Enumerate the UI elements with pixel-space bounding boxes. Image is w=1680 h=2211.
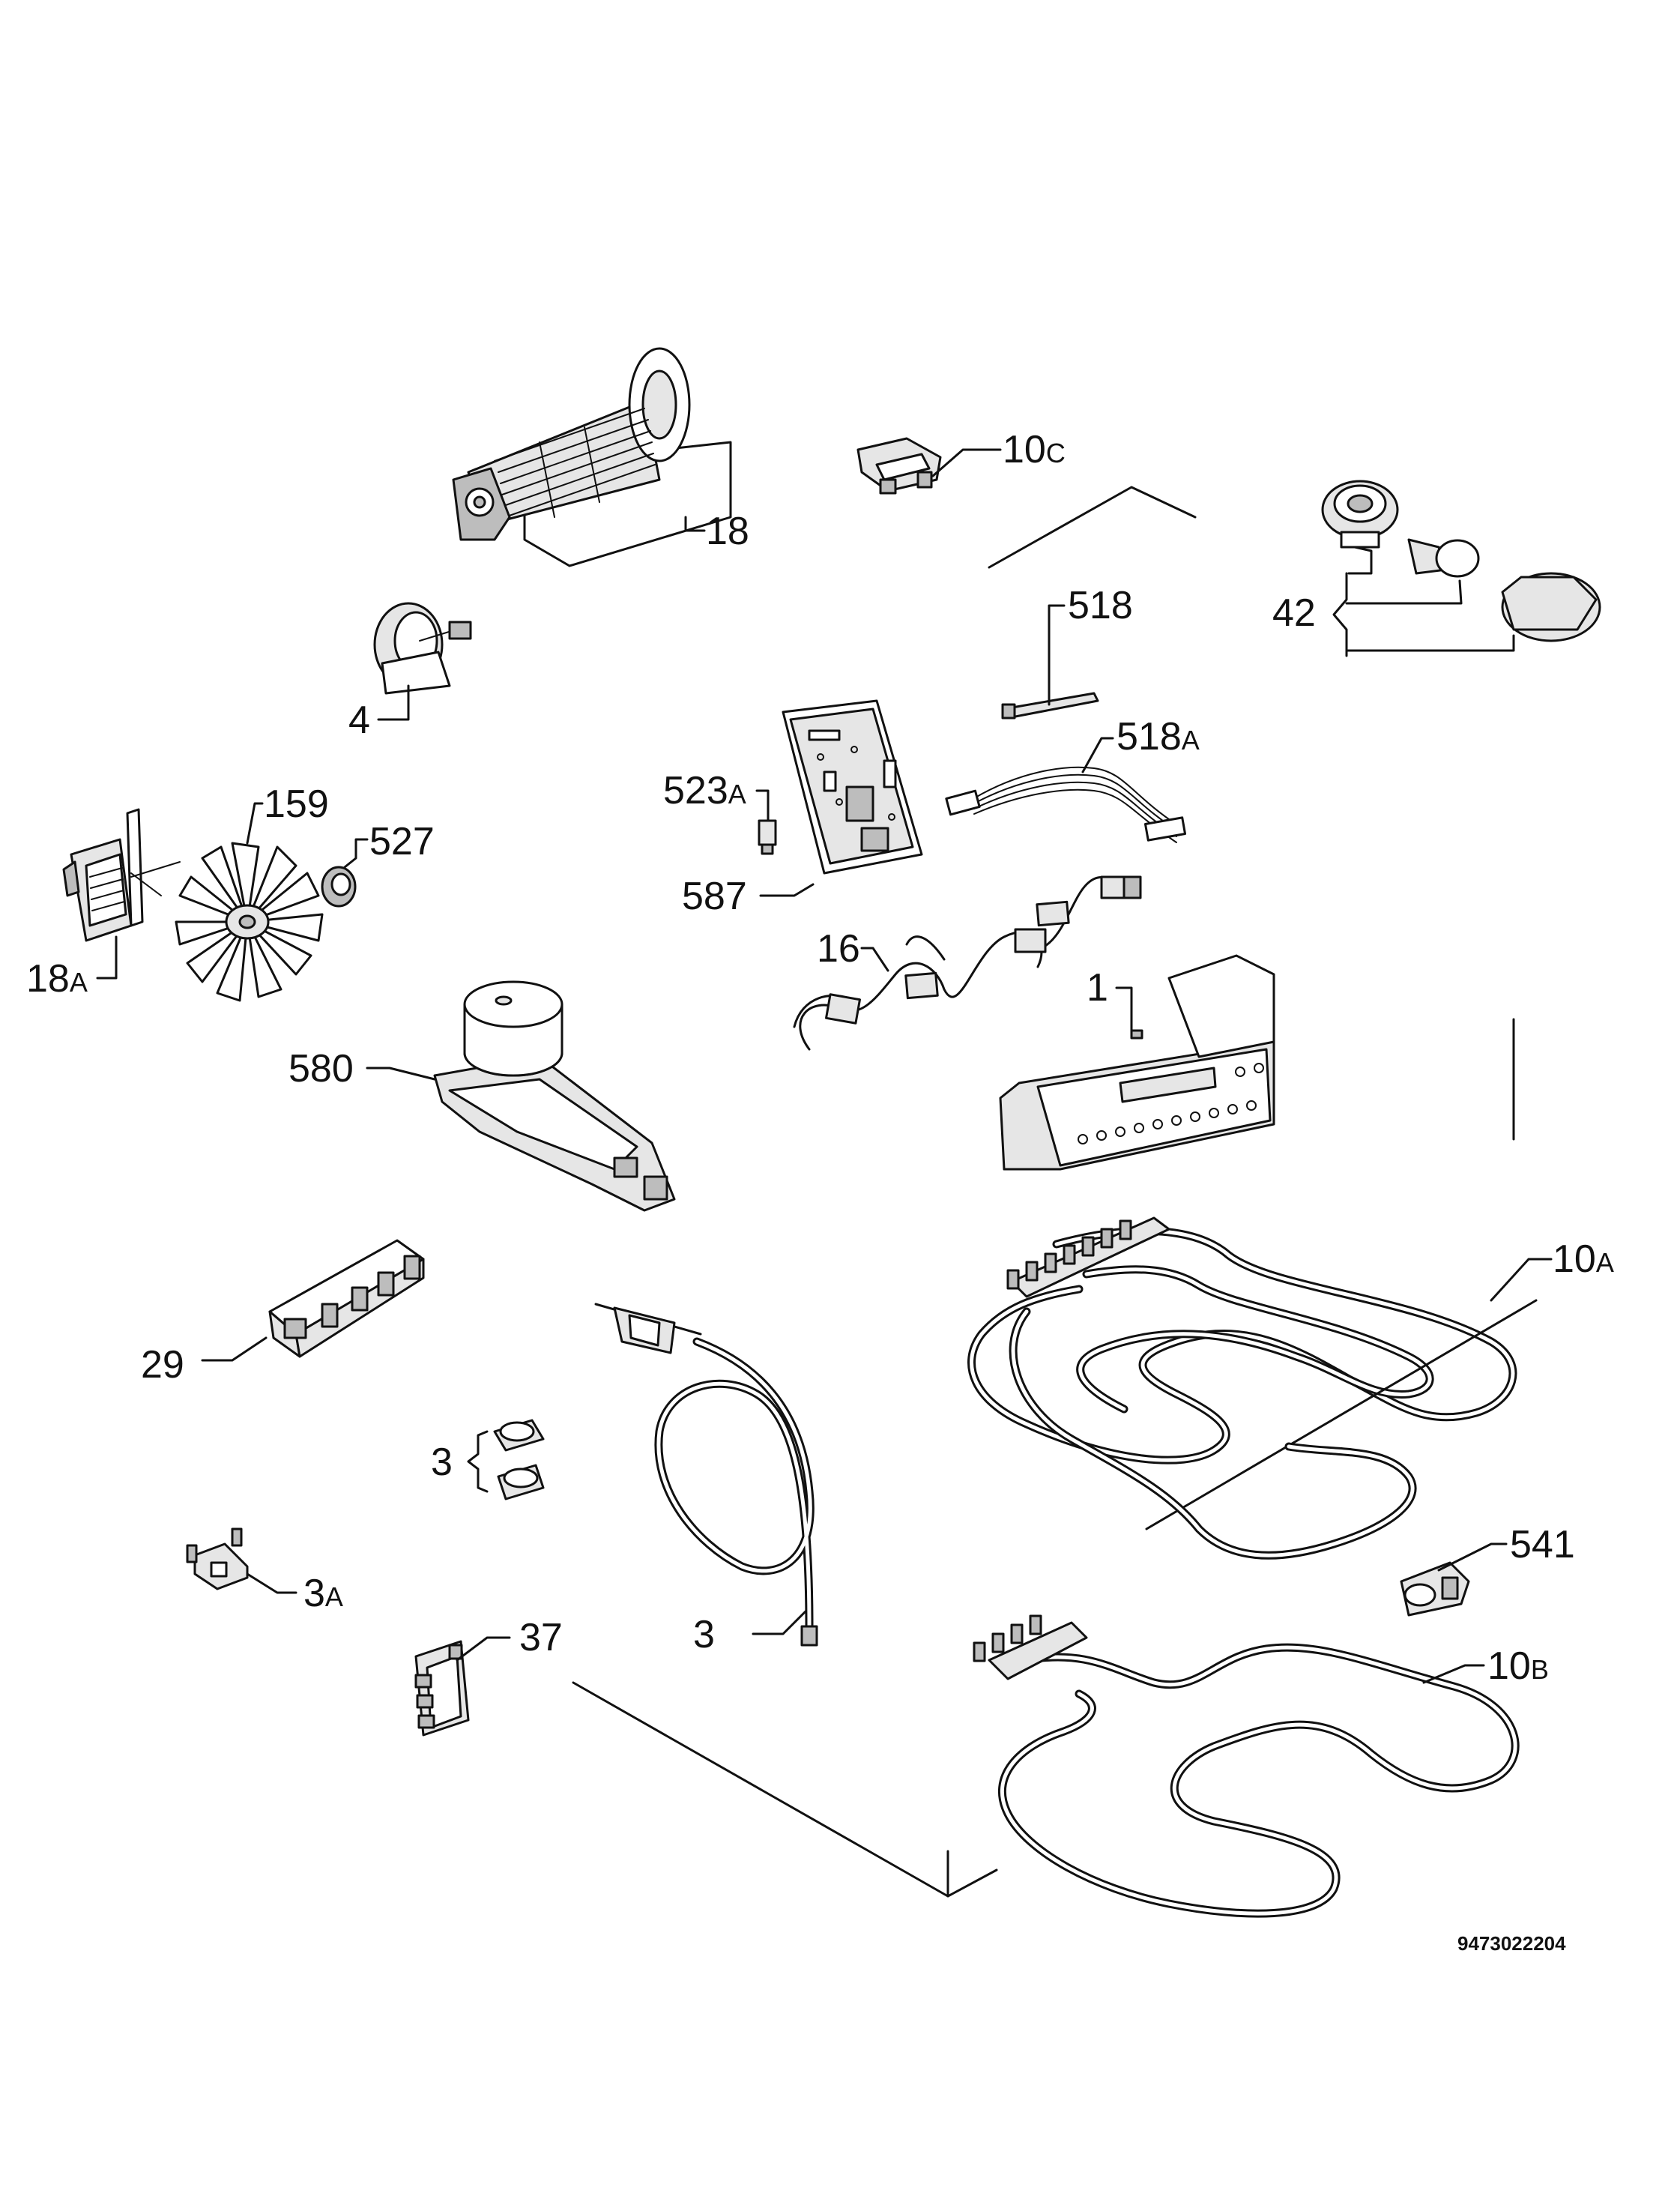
clip-set-3-bracket: [467, 1430, 489, 1493]
clip-set-3-part: [493, 1419, 545, 1500]
callout-523a: 523A: [663, 769, 746, 812]
callout-10b: 10B: [1487, 1644, 1549, 1688]
leader-4: [377, 684, 410, 721]
leader-10a: [1490, 1258, 1553, 1302]
callout-48: 3: [693, 1613, 715, 1656]
motor-housing-part: [433, 980, 676, 1212]
callout-29: 29: [141, 1343, 184, 1387]
leader-18a: [96, 935, 118, 980]
callout-541: 541: [1510, 1523, 1575, 1566]
leader-29: [201, 1336, 268, 1362]
clip-541-part: [1400, 1561, 1470, 1617]
oven-lamp-part: [1321, 480, 1601, 642]
callout-1: 1: [1087, 966, 1108, 1010]
group-indicator-line: [988, 486, 1197, 569]
wiring-loom-part: [793, 875, 1142, 1051]
leader-48: [752, 1610, 807, 1635]
leader-10b: [1422, 1664, 1485, 1684]
leader-580: [366, 1067, 436, 1081]
wiring-harness-part: [945, 766, 1187, 843]
callout-159: 159: [264, 782, 329, 826]
document-number: 9473022204: [1457, 1932, 1566, 1955]
control-board-part: [782, 699, 923, 875]
callout-518: 518: [1068, 584, 1133, 627]
leader-3a: [246, 1572, 297, 1594]
terminal-block-29-part: [268, 1239, 425, 1358]
callout-18a: 18A: [26, 957, 88, 1001]
callout-3a: 3A: [303, 1572, 343, 1615]
leader-523a: [755, 789, 770, 822]
thermostat-probe-part: [1001, 692, 1099, 720]
turnspit-motor-part: [373, 602, 472, 695]
leader-16: [860, 947, 889, 972]
leader-518: [1048, 604, 1066, 706]
callout-37: 37: [519, 1616, 563, 1659]
callout-42: 42: [1272, 591, 1316, 635]
sensor-523a-part: [758, 819, 777, 855]
control-panel-display-part: [999, 954, 1275, 1171]
leader-527: [343, 838, 369, 869]
terminal-3a-part: [186, 1527, 249, 1590]
callout-18: 18: [706, 510, 749, 553]
callout-580: 580: [288, 1047, 354, 1091]
switch-37-part: [414, 1640, 470, 1737]
fan-nut-part: [321, 866, 357, 908]
fan-motor-part: [62, 808, 181, 942]
callout-587: 587: [682, 875, 747, 918]
thermostat-capillary-part: [594, 1303, 818, 1647]
callout-16: 16: [817, 927, 860, 971]
callout-518a: 518A: [1117, 715, 1200, 758]
callout-3: 3: [431, 1441, 453, 1484]
bracket-10c-part: [856, 437, 942, 495]
fan-blade-part: [175, 842, 324, 1002]
callout-4: 4: [348, 699, 370, 742]
callout-10c: 10C: [1003, 428, 1066, 471]
leader-518a: [1081, 737, 1114, 773]
leader-159: [246, 802, 264, 845]
grill-heating-element-part: [967, 1216, 1538, 1560]
callout-527: 527: [369, 820, 435, 863]
bottom-heating-element-part: [973, 1614, 1520, 1918]
corner-indicator-line: [572, 1681, 998, 1898]
lamp-bracket: [1332, 546, 1515, 657]
leader-37: [456, 1636, 511, 1662]
callout-10a: 10A: [1553, 1237, 1614, 1281]
leader-541: [1437, 1542, 1508, 1572]
leader-587: [759, 883, 815, 897]
tangential-fan-part: [452, 347, 732, 567]
leader-18: [684, 516, 706, 532]
leader-10c: [931, 448, 1002, 477]
leader-1: [1115, 986, 1133, 1036]
